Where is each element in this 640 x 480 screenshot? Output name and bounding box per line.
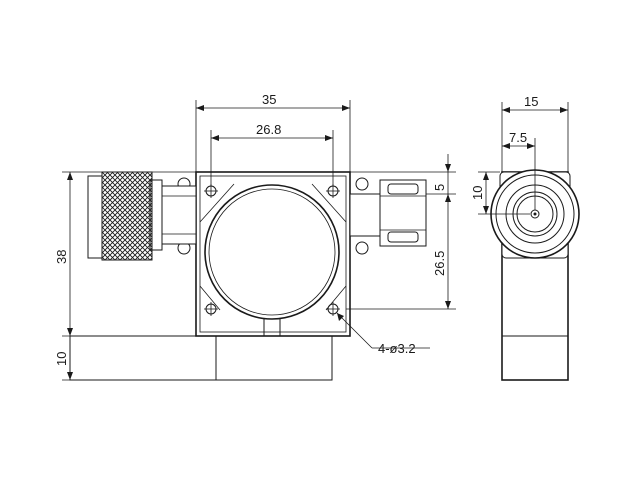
dim-side-center: 7.5: [509, 130, 527, 145]
dim-height: 38: [54, 250, 69, 264]
dim-side-width: 15: [524, 94, 538, 109]
dim-base-height: 10: [54, 352, 69, 366]
left-n-connector: [87, 171, 197, 261]
right-sma-connector: [349, 179, 427, 247]
dim-body-width: 35: [262, 92, 276, 107]
base-plate: [69, 335, 333, 381]
front-view: [69, 171, 427, 381]
dim-holes: 4-ø3.2: [378, 341, 416, 356]
dim-hole-spacing: 26.8: [256, 122, 281, 137]
dim-port-offset: 26.5: [432, 251, 447, 276]
dim-top-offset: 5: [432, 184, 447, 191]
dim-side-port-height: 10: [470, 186, 485, 200]
circulator-cover: [204, 184, 340, 320]
front-dimensions: 35 26.8 38 10 5 26.5 4-ø3.2: [54, 92, 456, 381]
knurled-nut: [101, 171, 153, 261]
side-dimensions: 15 7.5 10: [470, 94, 569, 215]
